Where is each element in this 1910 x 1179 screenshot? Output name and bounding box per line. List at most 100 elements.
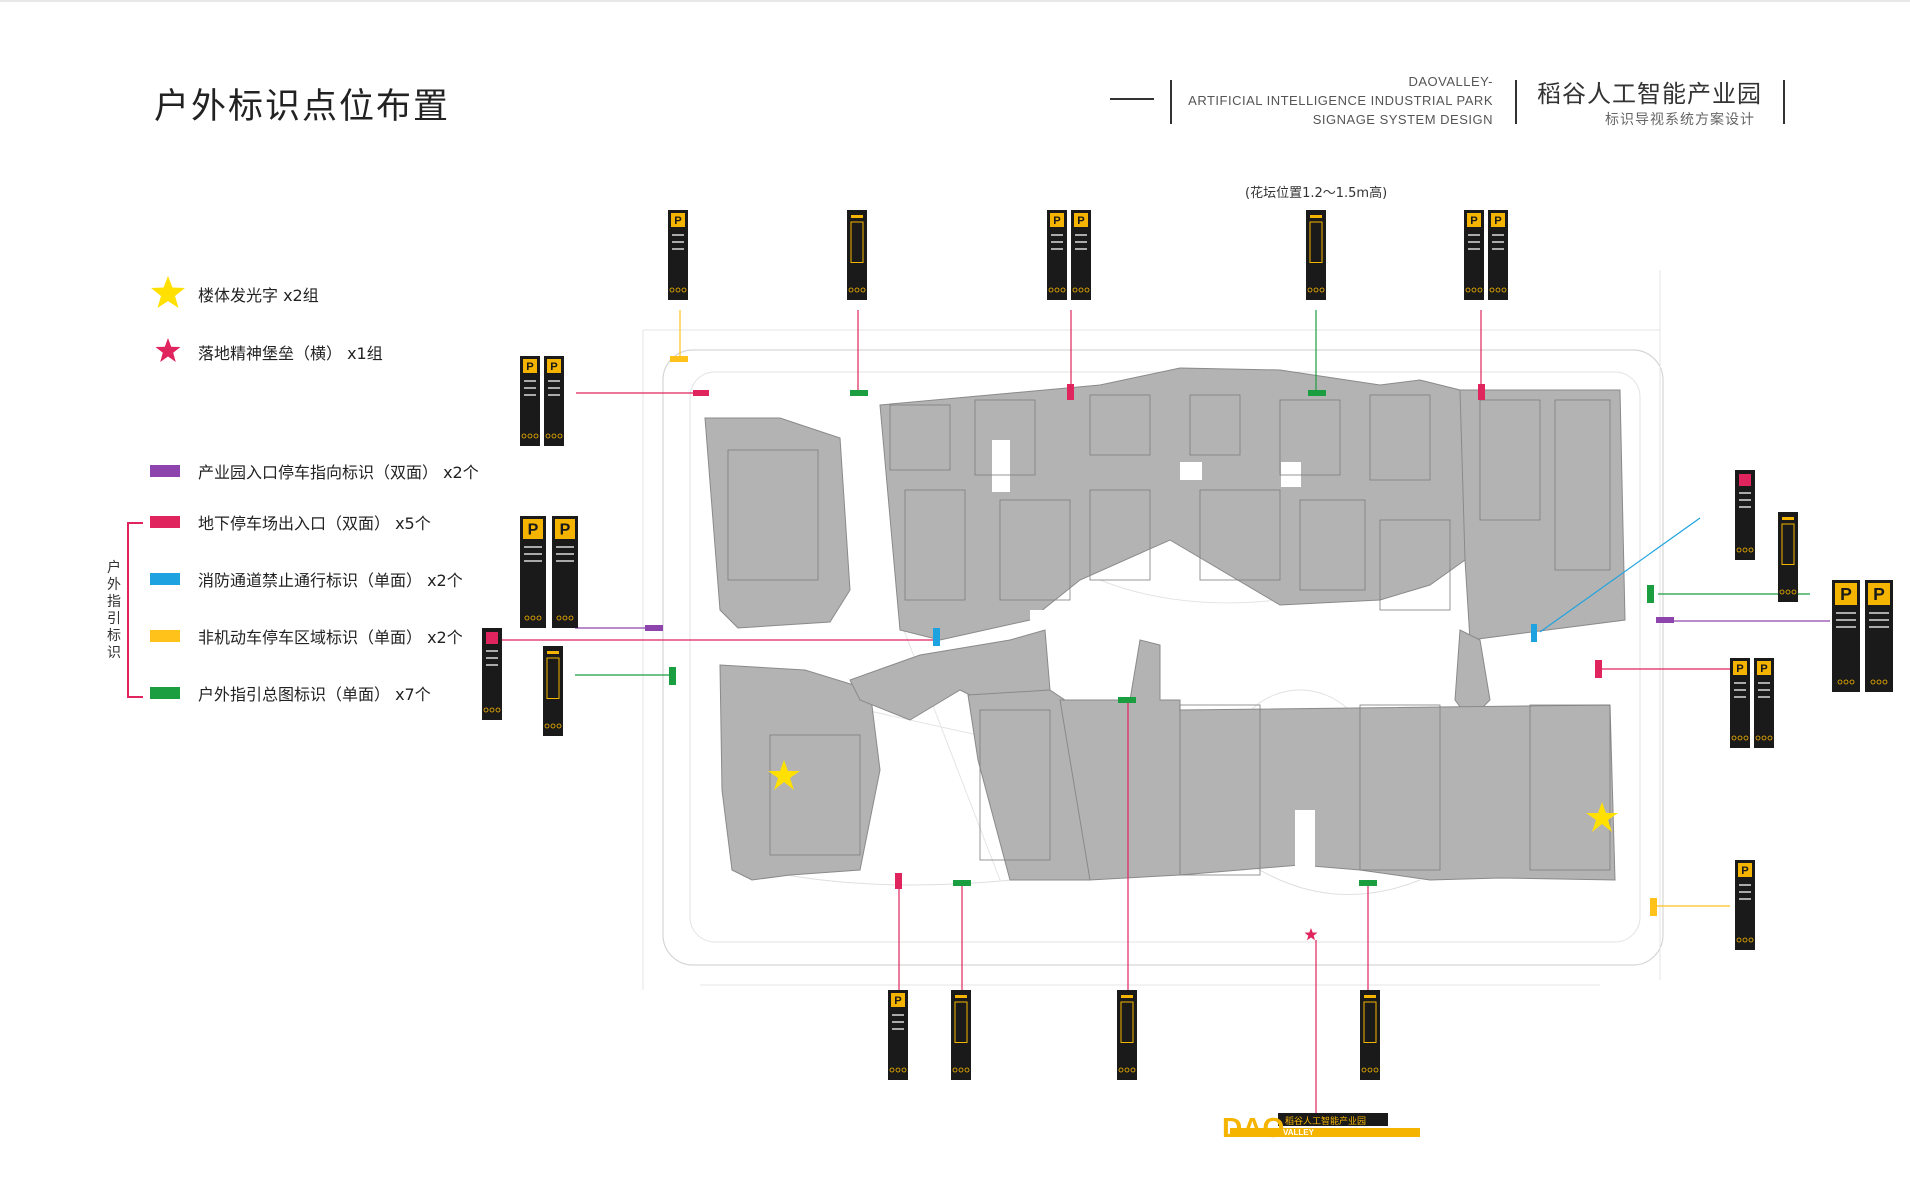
detail	[1279, 399, 1341, 476]
sign-text-line	[672, 241, 684, 243]
courtyard	[1180, 462, 1202, 480]
parking-icon	[523, 359, 537, 373]
map-panel	[1363, 1001, 1377, 1043]
parking-icon-label: P	[1053, 215, 1061, 227]
fire-lane-marker	[1531, 624, 1537, 642]
sign-dot	[1876, 679, 1882, 685]
sign-text-line	[1739, 499, 1751, 501]
parking-icon-label: P	[1873, 584, 1885, 604]
legend-item: 地下停车场出入口（双面） x5个	[150, 510, 431, 534]
sign-dot	[1307, 287, 1313, 293]
monument-logo: DAO VALLEY 稻谷人工智能产业园	[1222, 1112, 1420, 1143]
star-icon	[150, 275, 186, 313]
header-divider	[1783, 80, 1785, 124]
sign-text-line	[1739, 506, 1751, 508]
star-icon	[1586, 802, 1618, 832]
detail	[1199, 489, 1281, 581]
sign-dot	[536, 615, 542, 621]
sign-board	[543, 646, 563, 736]
courtyard	[992, 440, 1010, 492]
sign-dot	[1767, 735, 1773, 741]
sign-text-line	[892, 1021, 904, 1023]
sign-body	[951, 990, 971, 1080]
legend-label: 地下停车场出入口（双面） x5个	[198, 514, 431, 533]
parking-icon-label: P	[1840, 584, 1852, 604]
sign-dot	[1779, 589, 1785, 595]
legend-bracket	[127, 522, 143, 698]
sign-dot	[551, 433, 557, 439]
legend-landmark: 落地精神堡垒（横） x1组	[150, 338, 383, 364]
page-title: 户外标识点位布置	[154, 87, 451, 127]
sign-text-line	[486, 664, 498, 666]
detail	[1189, 394, 1241, 456]
sign-dot	[1361, 1067, 1367, 1073]
sign-board	[1735, 470, 1755, 560]
sign-text-line	[548, 394, 560, 396]
sign-dot	[550, 723, 556, 729]
sign-dot	[1737, 735, 1743, 741]
sign-dot	[1471, 287, 1477, 293]
sign-text-line	[1734, 696, 1746, 698]
sign-dot	[958, 1067, 964, 1073]
legend-label: 产业园入口停车指向标识（双面） x2个	[198, 463, 479, 482]
sign-dot	[544, 723, 550, 729]
detail	[1299, 499, 1366, 591]
sign-text-line	[548, 380, 560, 382]
parking-icon	[1835, 583, 1857, 605]
detail	[1369, 394, 1431, 481]
sign-header-bar	[1364, 995, 1376, 998]
sign-text-line	[556, 560, 574, 562]
sign-board: P	[1488, 210, 1508, 300]
parking-icon	[1491, 213, 1505, 227]
monument-big-text: DAO	[1222, 1112, 1284, 1143]
sign-body	[1071, 210, 1091, 300]
sign-dot	[533, 433, 539, 439]
sign-dot	[1367, 1067, 1373, 1073]
sign-dot	[1495, 287, 1501, 293]
legend-swatch	[150, 516, 180, 528]
leader-lines	[500, 310, 1830, 1115]
sign-text-line	[1758, 682, 1770, 684]
sign-dot	[854, 287, 860, 293]
sign-board	[1360, 990, 1380, 1080]
sign-text-line	[1468, 248, 1480, 250]
sign-board: P	[1464, 210, 1484, 300]
legend-item: 非机动车停车区域标识（单面） x2个	[150, 624, 463, 648]
sign-body	[1754, 658, 1774, 748]
detail	[979, 709, 1051, 861]
parking-icon-label: P	[550, 361, 558, 373]
parking-icon	[523, 519, 543, 539]
parking-icon-label: P	[894, 995, 902, 1007]
map-panel	[954, 1001, 968, 1043]
legend-swatch	[150, 573, 180, 585]
sign-text-line	[672, 248, 684, 250]
sign-dot	[1124, 1067, 1130, 1073]
parking-icon-label: P	[1470, 215, 1478, 227]
sign-dot	[1742, 937, 1748, 943]
sign-dot	[681, 287, 687, 293]
sign-body	[847, 210, 867, 300]
building	[879, 367, 1466, 641]
sign-body	[1488, 210, 1508, 300]
sign-dot	[1731, 735, 1737, 741]
sign-dot	[964, 1067, 970, 1073]
sign-board: P	[1735, 860, 1755, 950]
parking-icon	[1050, 213, 1064, 227]
header-en-line: SIGNAGE SYSTEM DESIGN	[1312, 112, 1493, 127]
parking-icon	[1738, 863, 1752, 877]
sign-text-line	[1468, 234, 1480, 236]
wayfinding-map-marker	[1118, 697, 1136, 703]
parking-icon	[547, 359, 561, 373]
sign-dot	[530, 615, 536, 621]
sign-dot	[1736, 937, 1742, 943]
sign-text-line	[1051, 234, 1063, 236]
wayfinding-map-marker	[1647, 585, 1654, 603]
sign-body	[668, 210, 688, 300]
sign-text-line	[1758, 689, 1770, 691]
sign-text-line	[1869, 619, 1889, 621]
monument-bar	[1278, 1113, 1388, 1126]
star-icon	[1304, 928, 1318, 941]
sign-text-line	[548, 387, 560, 389]
sign-text-line	[524, 394, 536, 396]
leader-line	[1539, 517, 1701, 633]
